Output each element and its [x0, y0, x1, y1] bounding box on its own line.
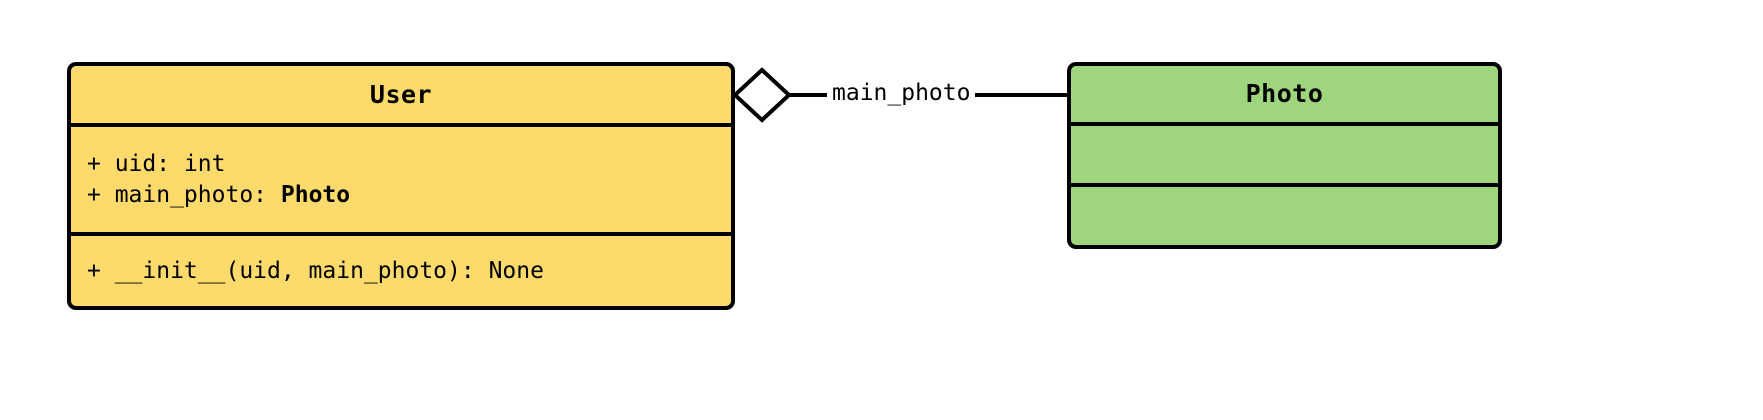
- attribute-type-ref: Photo: [280, 181, 351, 208]
- class-title-user: User: [369, 80, 433, 109]
- class-methods-photo: [1071, 183, 1498, 245]
- class-title-photo: Photo: [1245, 79, 1324, 109]
- uml-class-user[interactable]: User + uid: int + main_photo: Photo + __…: [67, 62, 735, 310]
- aggregation-diamond-icon: [732, 67, 792, 123]
- attribute-row: + uid: int: [87, 150, 226, 177]
- class-methods-user: + __init__(uid, main_photo): None: [71, 232, 731, 306]
- relationship-label: main_photo: [827, 80, 976, 106]
- uml-class-photo[interactable]: Photo: [1067, 62, 1502, 249]
- relationship-aggregation-user-photo[interactable]: main_photo: [732, 62, 1068, 132]
- attribute-row: + main_photo: Photo: [87, 180, 715, 211]
- class-attributes-photo: [1071, 121, 1498, 184]
- class-attributes-user: + uid: int + main_photo: Photo: [71, 123, 731, 232]
- method-row: + __init__(uid, main_photo): None: [87, 257, 544, 284]
- attribute-name: + main_photo:: [87, 181, 281, 208]
